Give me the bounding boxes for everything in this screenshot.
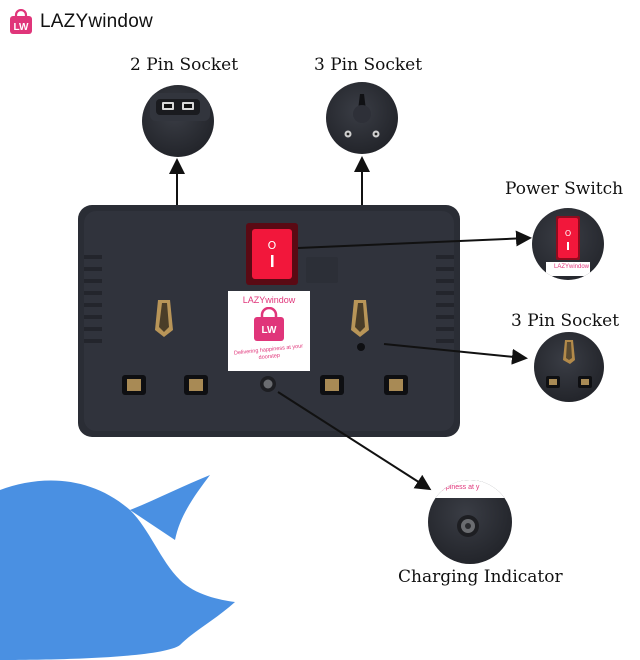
zoom-power-switch: O LAZYwindow	[532, 208, 604, 280]
three-pin-side-closeup-icon	[546, 340, 592, 388]
label-3-pin-socket-side: 3 Pin Socket	[511, 311, 620, 331]
label-3-pin-socket-top: 3 Pin Socket	[314, 55, 423, 75]
decorative-blue-shape	[0, 470, 240, 660]
zoom-3-pin-socket-side	[534, 332, 604, 402]
sticker-monogram: LW	[261, 325, 277, 336]
indicator-closeup-tagline: ppiness at y	[442, 484, 480, 491]
brand-name: LAZYwindow	[40, 11, 153, 32]
brand-sticker: LAZYwindow LW Delivering happiness at yo…	[228, 291, 310, 371]
switch-closeup-brand: LAZYwindow	[554, 264, 590, 270]
arrow-power-switch	[297, 230, 532, 249]
arrow-charging	[277, 391, 432, 491]
brand-header: LW LAZYwindow	[8, 8, 153, 36]
label-power-switch: Power Switch	[505, 179, 624, 199]
svg-text:O: O	[268, 239, 277, 252]
shopping-bag-icon: LW	[10, 9, 32, 34]
sticker-brand: LAZYwindow	[242, 295, 296, 305]
callout-arrows	[169, 156, 532, 491]
power-switch-closeup-icon: O	[546, 216, 590, 276]
svg-text:LW: LW	[14, 22, 30, 33]
label-charging-indicator: Charging Indicator	[398, 567, 563, 587]
two-pin-closeup-icon	[150, 93, 210, 121]
zoom-3-pin-socket-top	[326, 82, 398, 154]
sticker-bag-icon	[254, 307, 284, 341]
label-2-pin-socket: 2 Pin Socket	[130, 55, 239, 75]
zoom-2-pin-socket	[142, 85, 214, 157]
three-pin-closeup-icon	[344, 94, 380, 138]
arrow-3-pin-side	[383, 343, 528, 365]
svg-text:O: O	[565, 229, 571, 238]
